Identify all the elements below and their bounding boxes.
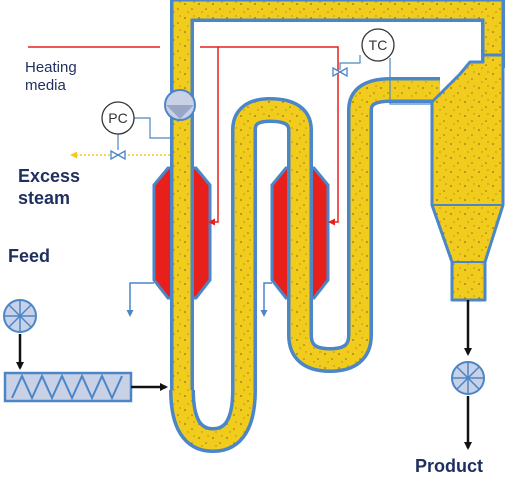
heating-media-lines bbox=[28, 46, 339, 226]
temperature-controller: TC bbox=[361, 28, 395, 62]
product-label: Product bbox=[415, 456, 483, 476]
circulation-fan-icon bbox=[451, 361, 485, 395]
pressure-controller: PC bbox=[101, 101, 135, 135]
control-valve-icon bbox=[332, 66, 348, 78]
pc-label: PC bbox=[108, 110, 127, 126]
rotary-valve-icon bbox=[164, 89, 196, 121]
tc-label: TC bbox=[369, 37, 388, 53]
circulation-fan-icon bbox=[3, 299, 37, 333]
drying-tube-loop bbox=[170, 0, 505, 395]
temperature-control-loop bbox=[339, 55, 432, 105]
cyclone-separator bbox=[430, 53, 505, 302]
excess-steam-label-line2: steam bbox=[18, 188, 70, 208]
heating-media-label-line1: Heating bbox=[25, 59, 77, 76]
feed-label: Feed bbox=[8, 246, 50, 266]
control-valve-icon bbox=[110, 149, 126, 161]
heating-media-label-line2: media bbox=[25, 77, 67, 94]
excess-steam-label-line1: Excess bbox=[18, 166, 80, 186]
screw-conveyor-icon bbox=[3, 371, 133, 403]
condensate-drains bbox=[126, 282, 272, 317]
pressure-control-loop bbox=[117, 117, 170, 150]
drying-tube-serpentine bbox=[169, 77, 440, 453]
